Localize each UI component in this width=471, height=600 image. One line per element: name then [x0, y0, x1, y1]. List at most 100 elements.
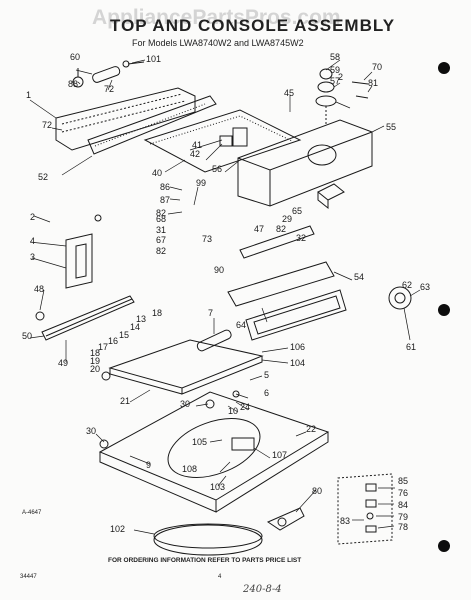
part-4-bracket: [65, 233, 93, 289]
part-number-label: 15: [119, 330, 129, 340]
part-number-label: 16: [108, 336, 118, 346]
part-number-label: 102: [110, 524, 125, 534]
part-number-label: 18: [90, 348, 100, 358]
part-number-label: 87: [160, 195, 170, 205]
part-54-panel: [227, 261, 335, 307]
part-62-knob: [388, 286, 412, 310]
handwritten-note: 240-8-4: [243, 584, 282, 595]
part-number-label: 2: [30, 212, 35, 222]
part-number-label: 57: [330, 76, 340, 86]
part-number-label: 73: [202, 234, 212, 244]
part-42: [219, 135, 233, 147]
part-number-label: 19: [90, 356, 100, 366]
part-number-label: 32: [296, 233, 306, 243]
part-number-label: 65: [292, 206, 302, 216]
part-number-label: 30: [180, 399, 190, 409]
part-number-label: 41: [192, 140, 202, 150]
part-number-label: 3: [30, 252, 35, 262]
inset-parts-box: [337, 473, 393, 545]
part-number-label: 86: [160, 182, 170, 192]
part-number-label: 82: [276, 224, 286, 234]
part-number-label: 59: [330, 65, 340, 75]
part-number-label: 82: [156, 246, 166, 256]
part-number-label: 84: [398, 500, 408, 510]
console-back-plate: [55, 87, 196, 151]
part-number-label: 24: [240, 402, 250, 412]
part-number-label: 68: [156, 214, 166, 224]
part-number-label: 70: [372, 62, 382, 72]
footer-note: FOR ORDERING INFORMATION REFER TO PARTS …: [108, 557, 302, 564]
part-number-label: 10: [228, 406, 238, 416]
part-number-label: 63: [420, 282, 430, 292]
mounting-plate: [143, 109, 302, 173]
part-number-label: 48: [34, 284, 44, 294]
part-number-label: 45: [284, 88, 294, 98]
part-101-screw: [127, 61, 145, 65]
part-number-label: 101: [146, 54, 161, 64]
part-number-label: 18: [152, 308, 162, 318]
part-number-label: 14: [130, 322, 140, 332]
part-number-label: 31: [156, 225, 166, 235]
part-number-label: 55: [386, 122, 396, 132]
binder-hole: [438, 62, 450, 74]
part-number-label: 1: [26, 90, 31, 100]
diagram-subtitle: For Models LWA8740W2 and LWA8745W2: [132, 38, 304, 48]
part-number-label: 106: [290, 342, 305, 352]
part-number-label: 22: [306, 424, 316, 434]
part-number-label: 90: [214, 265, 224, 275]
part-number-label: 83: [340, 516, 350, 526]
part-number-label: 13: [136, 314, 146, 324]
part-number-label: 76: [398, 488, 408, 498]
part-number-label: 62: [402, 280, 412, 290]
part-number-label: 107: [272, 450, 287, 460]
binder-hole: [438, 304, 450, 316]
part-number-label: 17: [98, 342, 108, 352]
part-50-hinge-bar: [41, 295, 135, 341]
part-number-label: 20: [90, 364, 100, 374]
part-number-label: 40: [152, 168, 162, 178]
part-58-knob: [319, 68, 333, 80]
part-number-label: 2: [338, 72, 343, 82]
part-number-label: 67: [156, 235, 166, 245]
part-number-label: 50: [22, 331, 32, 341]
part-32-panel: [239, 225, 315, 259]
part-number-label: 30: [86, 426, 96, 436]
part-number-label: 105: [192, 437, 207, 447]
part-number-label: 60: [70, 52, 80, 62]
part-60: [92, 66, 121, 83]
part-63-window: [245, 289, 347, 341]
part-number-label: 9: [146, 460, 151, 470]
part-number-label: 21: [120, 396, 130, 406]
part-7-handle: [196, 329, 232, 352]
part-number-label: 80: [312, 486, 322, 496]
binder-hole: [438, 540, 450, 552]
part-57: [315, 95, 337, 107]
diagram-code: A-4647: [22, 510, 42, 516]
part-65-knob: [317, 183, 345, 201]
part-number-label: 72: [42, 120, 52, 130]
part-number-label: 64: [236, 320, 246, 330]
part-number-label: 49: [58, 358, 68, 368]
part-number-label: 5: [264, 370, 269, 380]
part-number-label: 99: [196, 178, 206, 188]
part-102-tub-ring: [153, 524, 263, 556]
part-number-label: 6: [264, 388, 269, 398]
tub-opening: [167, 418, 261, 478]
part-number-label: 29: [282, 214, 292, 224]
part-number-label: 4: [30, 236, 35, 246]
part-number-label: 7: [208, 308, 213, 318]
page-marker: 4: [218, 574, 222, 580]
part-number-label: 104: [290, 358, 305, 368]
part-number-label: 103: [210, 482, 225, 492]
part-number-label: 54: [354, 272, 364, 282]
part-number-label: 85: [398, 476, 408, 486]
part-80: [266, 507, 305, 531]
part-107-switch: [231, 437, 255, 451]
part-number-label: 82: [156, 208, 166, 218]
part-number-label: 47: [254, 224, 264, 234]
part-number-label: 79: [398, 512, 408, 522]
part-number-label: 56: [212, 164, 222, 174]
